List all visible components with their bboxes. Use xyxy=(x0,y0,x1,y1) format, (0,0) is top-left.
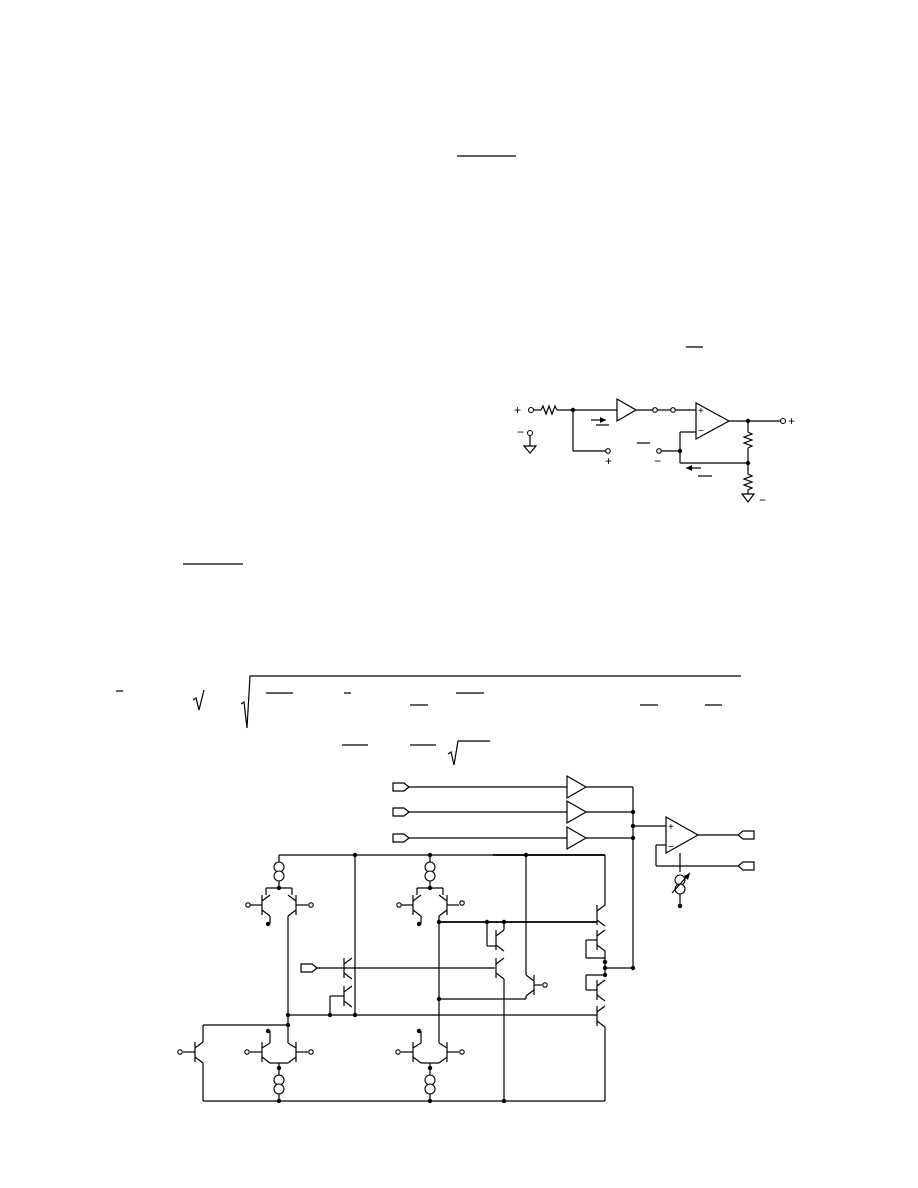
junction-dot xyxy=(677,903,683,909)
port-pentagon-icon xyxy=(392,782,410,792)
buffer-triangle-icon xyxy=(616,397,638,423)
output-terminal xyxy=(779,417,787,425)
terminal xyxy=(459,1049,465,1055)
terminal xyxy=(652,407,658,413)
terminal xyxy=(308,1049,314,1055)
junction-dot xyxy=(745,460,751,466)
terminal xyxy=(656,448,662,454)
junction-dot xyxy=(630,835,636,841)
terminal xyxy=(244,1049,250,1055)
resistor-icon xyxy=(742,473,754,491)
sqrt-icon xyxy=(240,675,741,729)
plus-label: + xyxy=(514,403,521,417)
port-pentagon-icon xyxy=(392,807,410,817)
plus-label: + xyxy=(605,454,612,468)
terminal xyxy=(670,407,676,413)
current-source-icon xyxy=(424,1083,436,1095)
transistor-stack-middle xyxy=(486,922,505,1101)
opamp-triangle-icon xyxy=(695,401,731,441)
terminal xyxy=(396,902,402,908)
current-source-icon xyxy=(273,1083,285,1095)
large-schematic: + − xyxy=(177,774,755,1104)
buffer-triangle-icon xyxy=(566,799,588,825)
transistor-stack-left xyxy=(300,957,495,1015)
port-pentagon-icon xyxy=(300,963,318,973)
inverting-label: − xyxy=(668,842,674,853)
minus-label: − xyxy=(517,425,524,439)
port-pentagon-icon xyxy=(737,830,755,840)
minus-label: − xyxy=(654,454,661,468)
terminal xyxy=(245,902,251,908)
sqrt-icon xyxy=(447,740,490,766)
minus-label: − xyxy=(759,493,766,507)
diff-pair-upper-middle xyxy=(396,855,465,1043)
buffer-triangle-icon xyxy=(566,774,588,800)
terminal xyxy=(177,1049,183,1055)
diff-pair-lower-left xyxy=(244,1025,314,1104)
input-terminal xyxy=(527,406,535,414)
opamp-schematic: + − + + − + − xyxy=(514,397,795,507)
terminal xyxy=(395,1049,401,1055)
resistor-icon xyxy=(540,404,558,416)
transistor-left-bottom xyxy=(177,1024,288,1101)
input-buffer-row-3 xyxy=(392,825,633,851)
resistor-icon xyxy=(742,431,754,449)
noninverting-label: + xyxy=(698,406,704,417)
opamp-triangle-icon xyxy=(665,815,700,855)
port-pentagon-icon xyxy=(737,861,755,871)
inverting-label: − xyxy=(698,426,704,437)
transistor-right-small xyxy=(439,855,548,1000)
diff-pair-lower-middle xyxy=(395,1028,465,1104)
input-buffer-row-1 xyxy=(392,774,633,800)
terminal xyxy=(605,448,611,454)
current-source-icon xyxy=(424,870,436,882)
terminal xyxy=(526,429,534,437)
noninverting-label: + xyxy=(668,822,674,833)
ground-icon xyxy=(522,445,538,454)
input-buffer-row-2 xyxy=(392,799,633,825)
plus-label: + xyxy=(788,414,795,428)
sqrt-icon xyxy=(192,689,205,711)
terminal xyxy=(459,900,465,906)
ground-icon xyxy=(740,493,756,503)
current-source-icon xyxy=(674,883,686,895)
junction-dot xyxy=(630,809,636,815)
buffer-triangle-icon xyxy=(566,825,588,851)
port-pentagon-icon xyxy=(392,833,410,843)
output-stack-right xyxy=(585,855,636,1101)
diff-pair-upper-left xyxy=(245,855,314,1015)
long-radical-formula xyxy=(116,675,741,766)
terminal xyxy=(542,982,548,988)
terminal xyxy=(308,902,314,908)
current-source-icon xyxy=(273,870,285,882)
